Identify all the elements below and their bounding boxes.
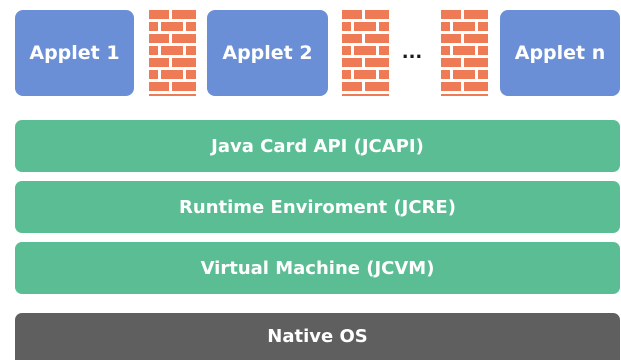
brick-wall-icon (342, 10, 389, 96)
jcre-label: Runtime Enviroment (JCRE) (179, 196, 456, 218)
jcvm-layer: Virtual Machine (JCVM) (15, 242, 620, 294)
jcvm-label: Virtual Machine (JCVM) (200, 257, 435, 279)
applet-1-label: Applet 1 (29, 42, 120, 64)
native-os-layer: Native OS (15, 313, 620, 360)
applet-1-box: Applet 1 (15, 10, 134, 96)
ellipsis-text: ... (401, 42, 423, 63)
jcapi-label: Java Card API (JCAPI) (211, 135, 424, 157)
jcre-layer: Runtime Enviroment (JCRE) (15, 181, 620, 233)
brick-wall-icon (441, 10, 488, 96)
brick-wall-icon (149, 10, 196, 96)
applet-2-label: Applet 2 (222, 42, 313, 64)
applet-n-box: Applet n (500, 10, 620, 96)
applet-2-box: Applet 2 (207, 10, 328, 96)
applet-n-label: Applet n (514, 42, 606, 64)
jcapi-layer: Java Card API (JCAPI) (15, 120, 620, 172)
native-os-label: Native OS (267, 326, 368, 347)
